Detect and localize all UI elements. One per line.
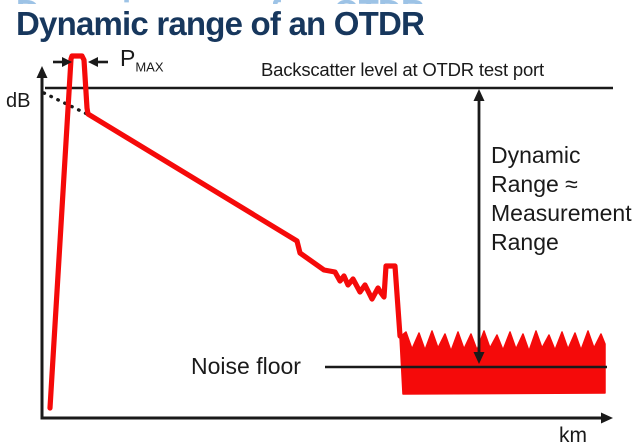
x-axis-arrowhead-icon: [601, 412, 613, 424]
pmax-right-arrow: [88, 57, 108, 67]
dynamic-range-label: Dynamic Range ≈ Measurement Range: [491, 141, 632, 257]
dynamic-range-line-1: Dynamic: [491, 142, 581, 168]
x-axis-label: km: [559, 424, 587, 444]
otdr-trace: [47, 53, 403, 411]
noise-region: [399, 330, 606, 395]
dynamic-range-line-4: Range: [491, 229, 559, 255]
pmax-label: PMAX: [120, 45, 164, 75]
pmax-symbol: P: [120, 45, 136, 71]
extrapolation-dotted-line: [42, 91, 89, 116]
dynamic-range-arrow: [473, 89, 485, 364]
axes: [36, 66, 613, 424]
dynamic-range-line-3: Measurement: [491, 200, 632, 226]
arrowhead-up-icon: [473, 89, 485, 101]
noise-floor-label: Noise floor: [191, 353, 301, 379]
page-title: Dynamic range of an OTDR: [16, 5, 425, 42]
dynamic-range-line-2: Range ≈: [491, 171, 578, 197]
y-axis-label: dB: [6, 90, 31, 112]
arrowhead-left-icon: [88, 57, 98, 67]
arrowhead-down-icon: [473, 352, 485, 364]
y-axis-arrowhead-icon: [36, 66, 48, 78]
backscatter-label: Backscatter level at OTDR test port: [261, 59, 544, 80]
pmax-subscript: MAX: [135, 59, 164, 75]
arrowhead-right-icon: [62, 57, 72, 67]
pmax-left-arrow: [53, 57, 72, 67]
